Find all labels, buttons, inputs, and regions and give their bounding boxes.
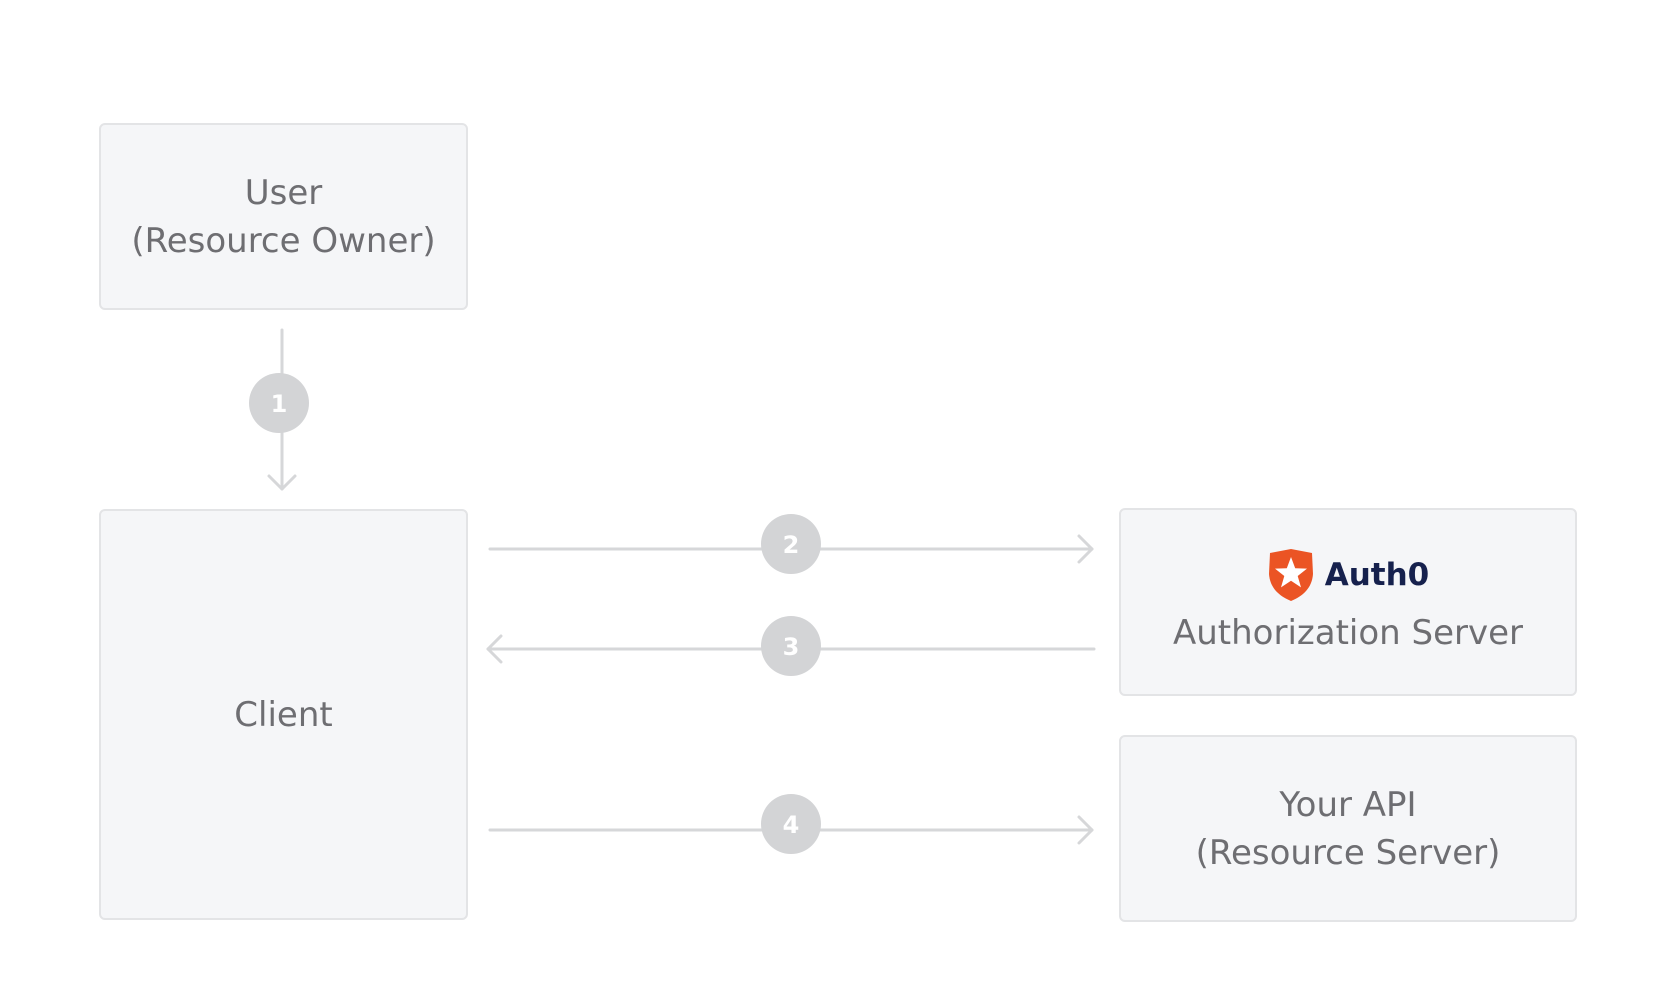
authorization-server-box: Auth0 Authorization Server (1119, 508, 1577, 696)
user-resource-owner-box: User (Resource Owner) (99, 123, 468, 310)
step-3-number: 3 (783, 633, 800, 661)
step-3-badge (761, 616, 821, 676)
step-1-arrow: 1 (249, 328, 309, 491)
step-3-arrow: 3 (486, 616, 1096, 676)
api-role-label: (Resource Server) (1195, 832, 1501, 873)
step-2-arrow: 2 (488, 514, 1094, 574)
step-1-number: 1 (271, 390, 288, 418)
step-4-arrow: 4 (488, 794, 1094, 854)
step-2-number: 2 (783, 531, 800, 559)
auth0-brand-name: Auth0 (1324, 557, 1430, 593)
api-label: Your API (1279, 784, 1417, 825)
authorization-server-label: Authorization Server (1172, 613, 1524, 653)
step-1-badge (249, 373, 309, 433)
client-box: Client (99, 509, 468, 920)
auth0-shield-star-icon (1268, 549, 1313, 601)
user-label: User (244, 172, 323, 213)
step-2-badge (761, 514, 821, 574)
step-4-badge (761, 794, 821, 854)
auth0-brand: Auth0 (1267, 547, 1430, 603)
resource-server-box: Your API (Resource Server) (1119, 735, 1577, 922)
client-label: Client (234, 694, 333, 735)
step-4-number: 4 (783, 811, 800, 839)
user-role-label: (Resource Owner) (131, 220, 436, 261)
